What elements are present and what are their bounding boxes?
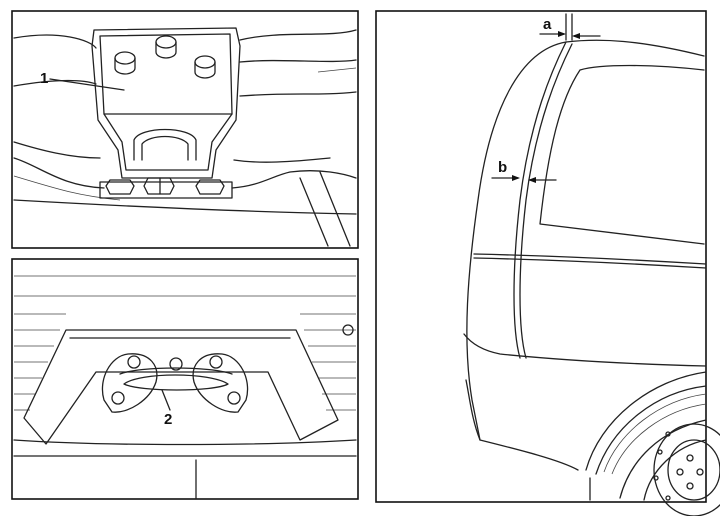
callout-2-label: 2 bbox=[164, 411, 172, 428]
panel-right: a b bbox=[375, 10, 720, 516]
callout-1-leader bbox=[49, 78, 125, 91]
callout-1-label: 1 bbox=[40, 70, 48, 87]
panel-bottom-left-frame bbox=[11, 258, 359, 500]
bracket-drawing bbox=[13, 27, 357, 247]
towing-eye-drawing bbox=[13, 275, 357, 499]
panel-top-left: 1 bbox=[11, 10, 359, 249]
panel-bottom-left: 2 bbox=[11, 258, 359, 500]
dimension-b-label: b bbox=[498, 159, 507, 176]
callout-2-leader bbox=[161, 389, 171, 411]
vehicle-rear-drawing bbox=[463, 39, 720, 516]
dimension-b: b bbox=[491, 159, 557, 183]
dimension-a: a bbox=[539, 13, 601, 41]
dimension-a-label: a bbox=[543, 16, 552, 33]
